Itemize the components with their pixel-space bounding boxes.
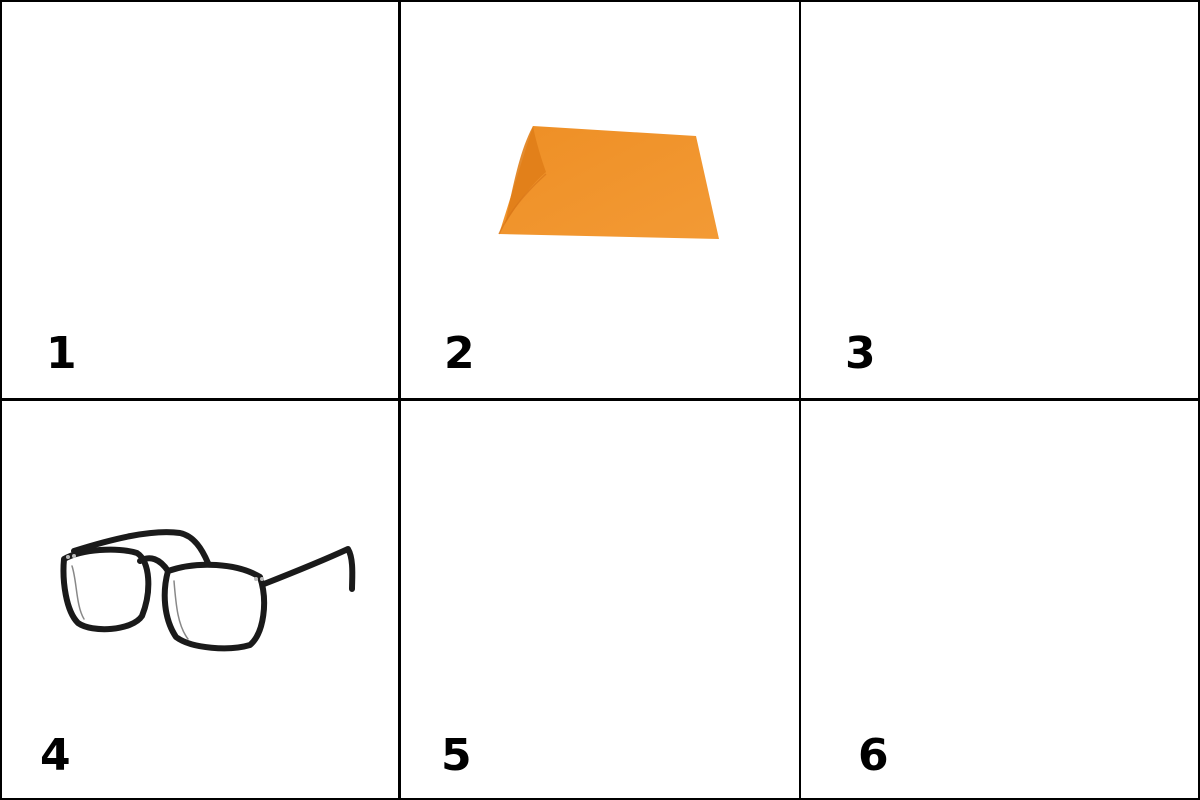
cell-number: 2 [444, 328, 475, 379]
cell-number: 5 [441, 730, 472, 781]
grid-cell-1[interactable]: 1 [0, 0, 400, 400]
cell-number: 3 [845, 328, 876, 379]
grid-cell-5[interactable]: 5 [399, 399, 801, 800]
grid-cell-4[interactable]: 4 [0, 399, 400, 800]
grid-cell-6[interactable]: 6 [799, 399, 1200, 800]
cell-number: 1 [46, 328, 77, 379]
grid-cell-3[interactable]: 3 [799, 0, 1200, 400]
cell-number: 4 [40, 730, 71, 781]
eyeglasses-icon [60, 529, 356, 652]
cell-number: 6 [858, 730, 889, 781]
envelope-icon [498, 126, 719, 239]
grid-cell-2[interactable]: 2 [399, 0, 801, 400]
